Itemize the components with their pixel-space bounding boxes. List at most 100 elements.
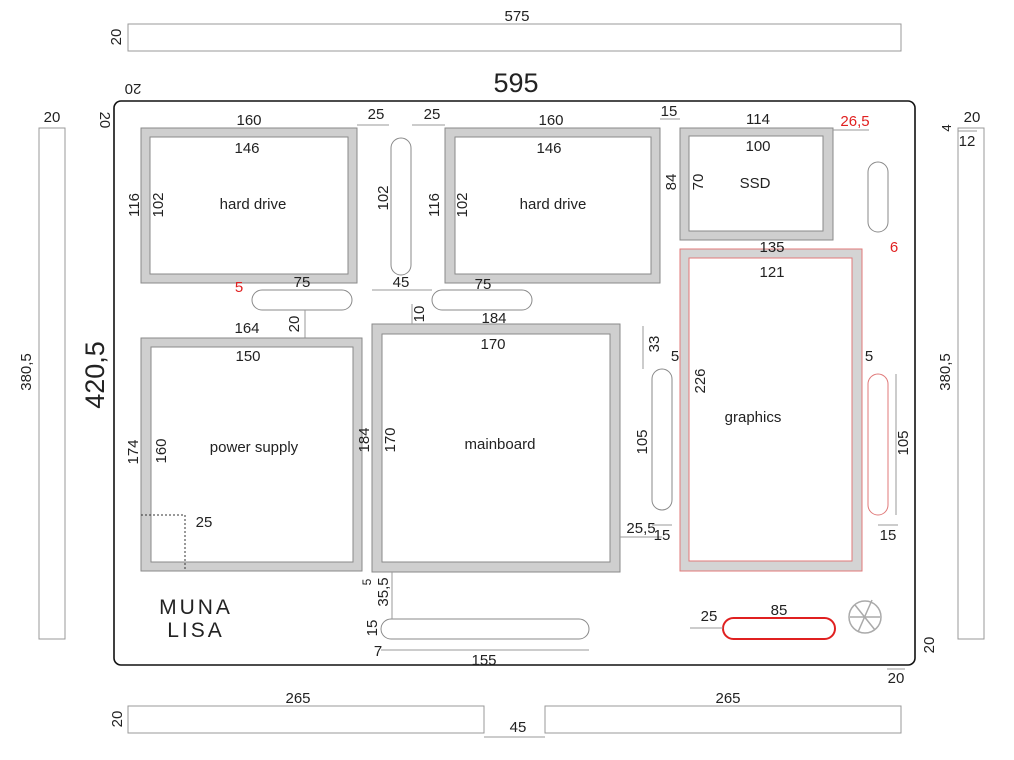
hard-drive-1 bbox=[149, 136, 349, 275]
slot-red bbox=[722, 617, 836, 640]
slot-vertical-mid-top: 33 bbox=[646, 336, 663, 353]
mainboard-inner-width: 170 bbox=[480, 336, 505, 353]
ssd-margin-red: 26,5 bbox=[840, 113, 869, 130]
power-supply-corner-label: 25 bbox=[196, 514, 213, 531]
right-strip bbox=[957, 127, 985, 640]
hard-drive-1-gap-right: 25 bbox=[368, 106, 385, 123]
board-height-label: 420,5 bbox=[80, 341, 110, 409]
corner-label-bottom-right-a: 20 bbox=[921, 637, 938, 654]
hard-drive-2-outer-width: 160 bbox=[538, 112, 563, 129]
slot-vertical-center-gap: 45 bbox=[393, 274, 410, 291]
top-strip bbox=[127, 23, 902, 52]
bottom-strip-gap: 45 bbox=[510, 719, 527, 736]
slot-vertical-center-length: 102 bbox=[375, 185, 392, 210]
slot-horizontal-mid bbox=[431, 289, 533, 311]
slot-bottom-long-length: 155 bbox=[471, 652, 496, 669]
slot-vertical-center bbox=[390, 137, 412, 276]
logo-line-2: LISA bbox=[167, 619, 225, 642]
slot-bottom-long-small: 5 bbox=[360, 578, 374, 585]
ssd-gap-left: 15 bbox=[661, 103, 678, 120]
corner-label-top-left-a: 20 bbox=[125, 80, 142, 97]
slot-vertical-right-length: 105 bbox=[895, 430, 912, 455]
logo-line-1: MUNA bbox=[159, 596, 233, 619]
power-supply-label: power supply bbox=[210, 439, 299, 456]
left-strip-width: 20 bbox=[44, 109, 61, 126]
right-strip-length: 380,5 bbox=[937, 353, 954, 391]
corner-label-bottom-right-b: 20 bbox=[888, 670, 905, 687]
right-strip-width: 20 bbox=[964, 109, 981, 126]
corner-label-top-left-b: 20 bbox=[96, 112, 113, 129]
bottom-strip-right bbox=[544, 705, 902, 734]
graphics bbox=[688, 257, 853, 562]
slot-red-gap: 25 bbox=[701, 608, 718, 625]
hard-drive-1-outer-width: 160 bbox=[236, 112, 261, 129]
slot-bottom-long-height: 15 bbox=[364, 620, 381, 637]
emblem-icon bbox=[848, 599, 882, 634]
left-strip bbox=[38, 127, 66, 640]
bottom-strip-right-length: 265 bbox=[715, 690, 740, 707]
hard-drive-1-label: hard drive bbox=[220, 196, 287, 213]
graphics-gap-red: 6 bbox=[890, 239, 898, 256]
hard-drive-2-gap-left: 25 bbox=[424, 106, 441, 123]
graphics-inner-height: 226 bbox=[692, 368, 709, 393]
munalisa-logo: MUNA LISA bbox=[159, 596, 233, 642]
slot-top-right bbox=[867, 161, 889, 233]
slot-bottom-long-gap: 35,5 bbox=[375, 577, 392, 606]
hard-drive-2 bbox=[454, 136, 652, 275]
ssd-inner-height: 70 bbox=[690, 174, 707, 191]
hard-drive-2-outer-height: 116 bbox=[426, 193, 443, 217]
board-width-label: 595 bbox=[493, 68, 538, 98]
left-strip-length: 380,5 bbox=[18, 353, 35, 391]
mainboard-label: mainboard bbox=[465, 436, 536, 453]
hard-drive-2-label: hard drive bbox=[520, 196, 587, 213]
ssd-outer-height: 84 bbox=[663, 174, 680, 191]
bottom-strip-left-length: 265 bbox=[285, 690, 310, 707]
power-supply-corner-cutout bbox=[141, 514, 186, 571]
power-supply bbox=[150, 346, 354, 563]
hard-drive-2-inner-width: 146 bbox=[536, 140, 561, 157]
hard-drive-1-inner-height: 102 bbox=[150, 192, 167, 217]
power-supply-outer-height: 174 bbox=[125, 439, 142, 464]
ssd-outer-width: 114 bbox=[746, 111, 770, 128]
mainboard bbox=[381, 333, 611, 563]
hard-drive-1-inner-width: 146 bbox=[234, 140, 259, 157]
power-supply-inner-height: 160 bbox=[153, 438, 170, 463]
ssd-label: SSD bbox=[740, 175, 771, 192]
slot-bottom-long bbox=[380, 618, 590, 640]
mainboard-outer-height: 184 bbox=[356, 427, 373, 452]
graphics-outer-width: 135 bbox=[759, 239, 784, 256]
graphics-label: graphics bbox=[725, 409, 782, 426]
slot-horizontal-mid-length: 75 bbox=[475, 276, 492, 293]
bottom-strip-left bbox=[127, 705, 485, 734]
top-strip-width: 20 bbox=[108, 29, 125, 46]
bottom-strip-width: 20 bbox=[109, 711, 126, 728]
mainboard-inner-height: 170 bbox=[382, 427, 399, 452]
graphics-left-margin: 5 bbox=[671, 348, 679, 365]
right-strip-offset-b: 12 bbox=[959, 133, 976, 150]
slot-vertical-mid-width: 15 bbox=[654, 527, 671, 544]
slot-horizontal-left bbox=[251, 289, 353, 311]
slot-vertical-mid-length: 105 bbox=[634, 429, 651, 454]
slot-horizontal-left-red: 5 bbox=[235, 279, 243, 296]
hard-drive-2-inner-height: 102 bbox=[454, 192, 471, 217]
right-strip-offset-a: 4 bbox=[939, 124, 954, 131]
mainboard-side-gap: 25,5 bbox=[626, 520, 655, 537]
slot-vertical-mid bbox=[651, 368, 673, 511]
psu-gap-label: 20 bbox=[286, 316, 303, 333]
graphics-right-margin: 5 bbox=[865, 348, 873, 365]
mainboard-top-gap: 10 bbox=[411, 306, 428, 323]
ssd bbox=[688, 135, 824, 232]
mainboard-outer-width: 184 bbox=[481, 310, 506, 327]
power-supply-outer-width: 164 bbox=[234, 320, 259, 337]
slot-vertical-right-width: 15 bbox=[880, 527, 897, 544]
slot-vertical-right bbox=[867, 373, 889, 516]
ssd-inner-width: 100 bbox=[745, 138, 770, 155]
slot-red-length: 85 bbox=[771, 602, 788, 619]
hard-drive-1-outer-height: 116 bbox=[126, 193, 143, 217]
top-strip-length: 575 bbox=[504, 8, 529, 25]
power-supply-inner-width: 150 bbox=[235, 348, 260, 365]
graphics-inner-width: 121 bbox=[759, 264, 784, 281]
slot-bottom-long-offset: 7 bbox=[374, 643, 382, 660]
slot-horizontal-left-length: 75 bbox=[294, 274, 311, 291]
